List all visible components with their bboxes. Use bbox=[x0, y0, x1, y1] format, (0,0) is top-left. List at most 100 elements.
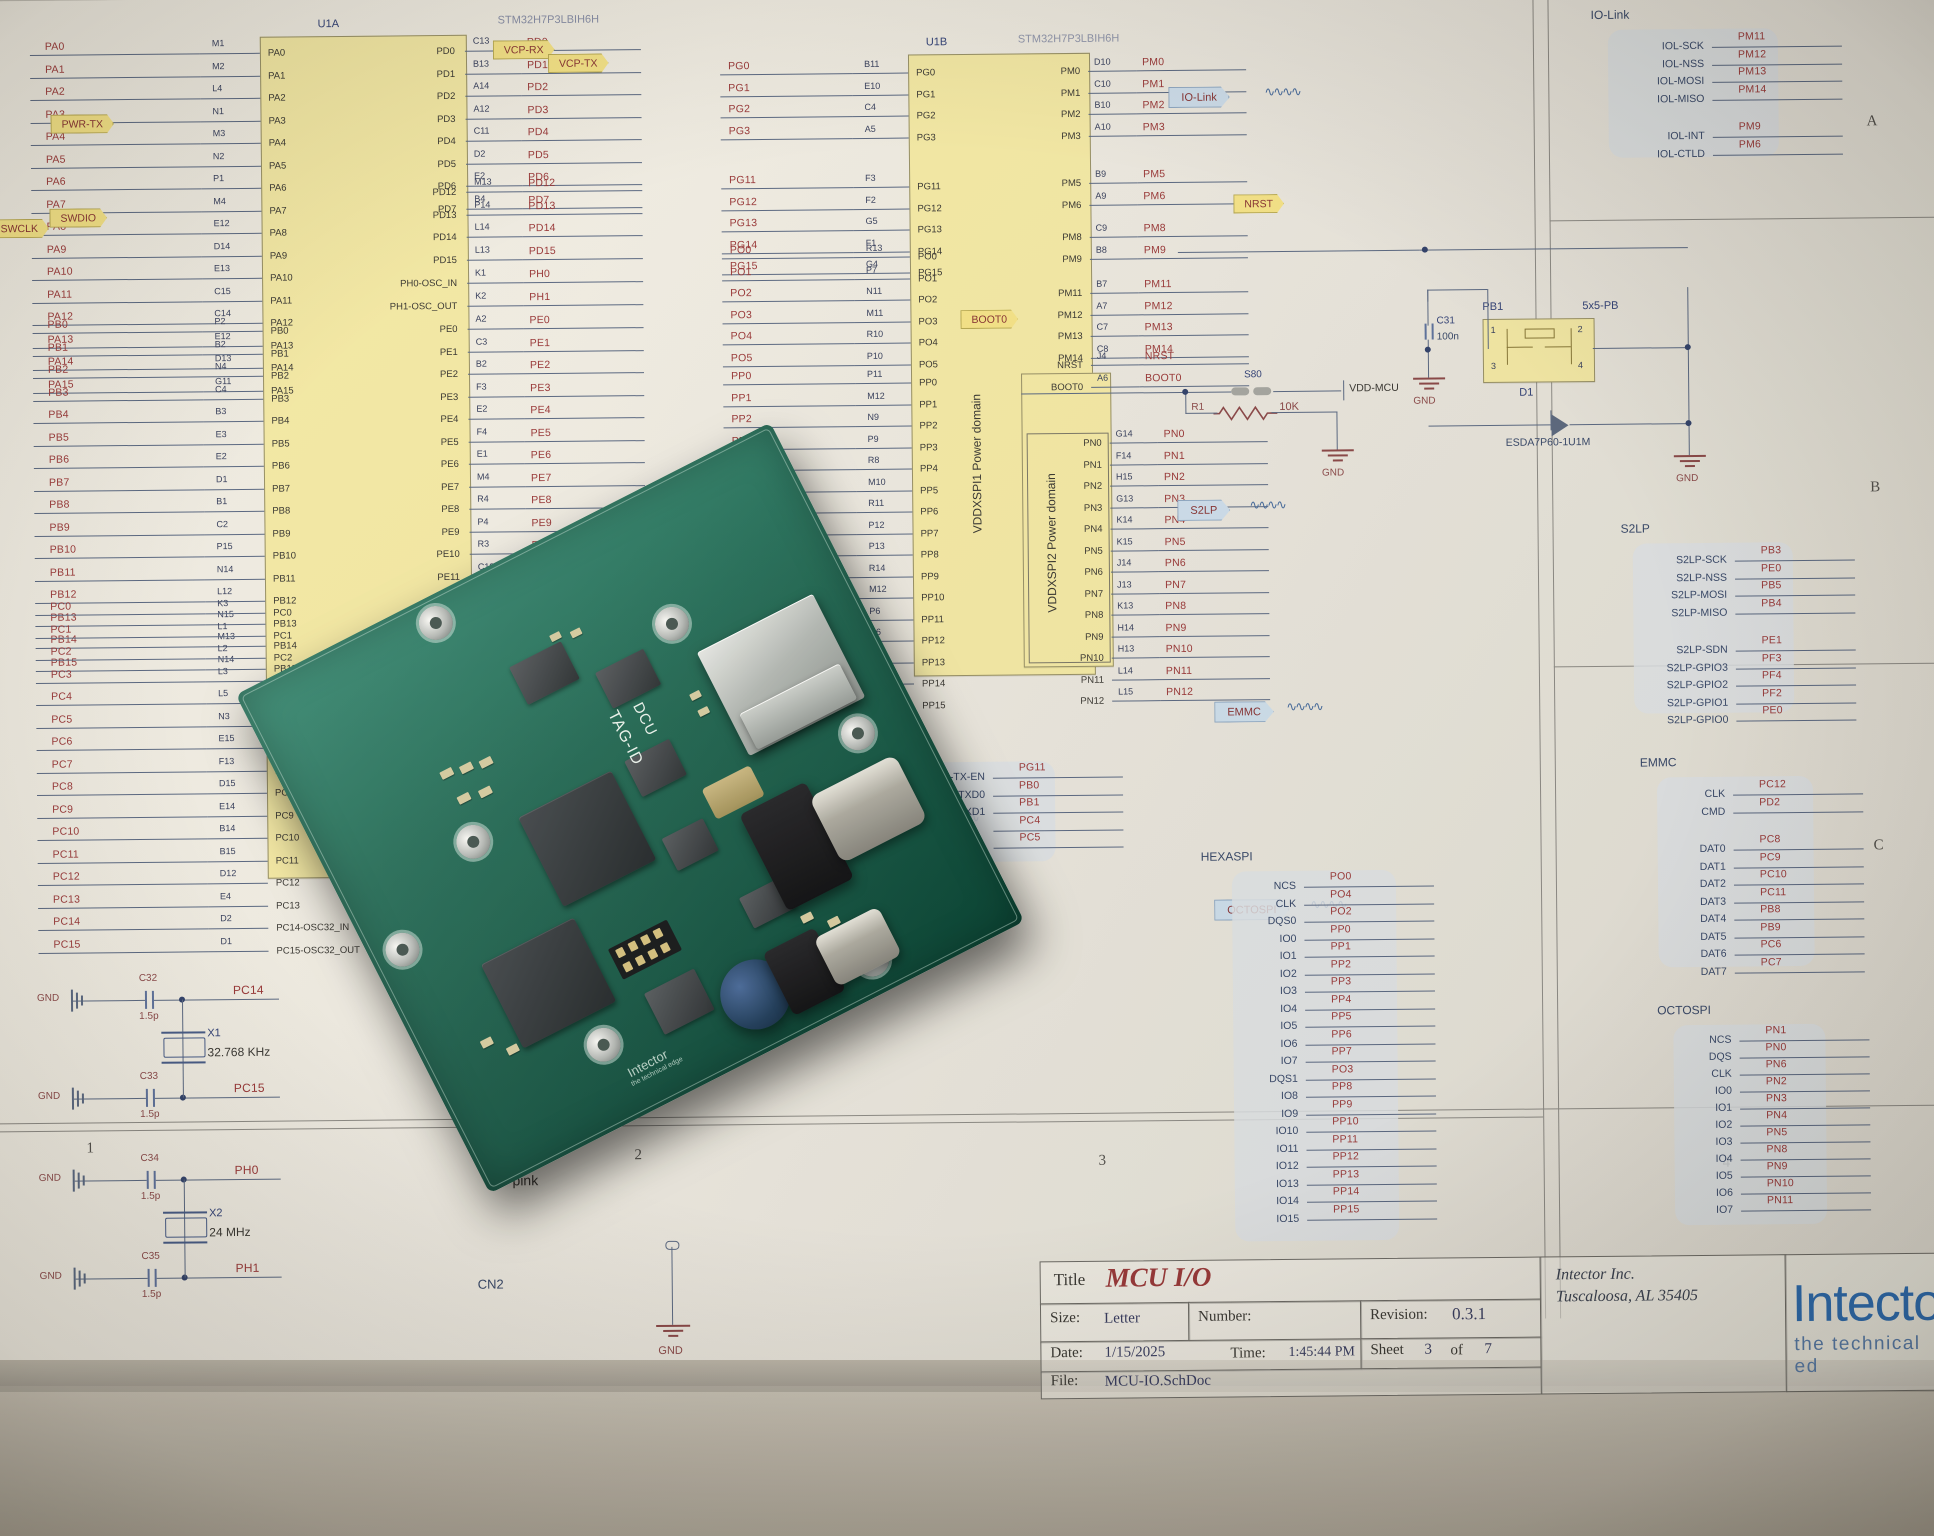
group-signal-name: NCS bbox=[1273, 879, 1297, 893]
group-net-label: PB0 bbox=[1018, 778, 1040, 792]
group-signal-name: IO1 bbox=[1279, 949, 1297, 963]
net-wire bbox=[32, 300, 203, 304]
u1b-pin-number: C4 bbox=[864, 101, 877, 112]
pin-wire bbox=[202, 345, 263, 348]
port-flag[interactable]: VCP-TX bbox=[548, 53, 609, 73]
net-wire bbox=[1159, 656, 1270, 659]
gnd-label: GND bbox=[1321, 467, 1345, 479]
date-value: 1/15/2025 bbox=[1104, 1344, 1166, 1361]
group-signal-name: CLK bbox=[1275, 897, 1297, 910]
cap-designator: C34 bbox=[140, 1152, 159, 1164]
group-signal-name: DAT5 bbox=[1700, 930, 1727, 943]
u1b-pin-name: PG11 bbox=[917, 181, 941, 193]
junction-node bbox=[1424, 346, 1431, 353]
pin-wire bbox=[205, 668, 266, 671]
pin-wire bbox=[207, 837, 268, 840]
u1b-pin-name: PN0 bbox=[1083, 437, 1102, 449]
group-net-label: PO0 bbox=[1329, 870, 1352, 883]
u1b-pin-name: PN9 bbox=[1085, 631, 1104, 643]
u1a-net-label: PA9 bbox=[46, 243, 67, 256]
group-net-label: PM6 bbox=[1738, 137, 1762, 151]
diode-wire bbox=[1428, 424, 1551, 427]
pin-wire bbox=[856, 533, 913, 535]
u1a-pin-name: PB3 bbox=[271, 393, 290, 405]
u1a-pin-name: PB0 bbox=[270, 325, 289, 337]
net-wire bbox=[522, 235, 643, 238]
group-net-label: PM12 bbox=[1737, 47, 1767, 61]
net-wire bbox=[521, 139, 642, 142]
sheet-entry-port[interactable]: EMMC bbox=[1214, 701, 1274, 723]
u1b-pin-name: PN6 bbox=[1084, 566, 1103, 578]
pin-wire bbox=[465, 162, 522, 165]
group-net-label: PP10 bbox=[1332, 1115, 1359, 1128]
group-net-label: PP5 bbox=[1331, 1010, 1352, 1023]
pin-wire bbox=[855, 447, 912, 449]
pin-wire bbox=[202, 300, 263, 303]
u1b-pin-number: J4 bbox=[1096, 350, 1107, 361]
u1a-pin-number: C2 bbox=[216, 518, 228, 529]
group-signal-name: IOL-INT bbox=[1667, 129, 1705, 143]
u1a-net-label: PC1 bbox=[50, 623, 72, 636]
u1b-pin-name: PN12 bbox=[1080, 695, 1105, 707]
net-wire bbox=[523, 281, 644, 284]
pin-wire bbox=[204, 533, 265, 536]
brand-logo: Intecto bbox=[1791, 1273, 1934, 1334]
pin-wire bbox=[203, 420, 264, 423]
u1a-pin-number: A12 bbox=[473, 103, 490, 114]
net-wire bbox=[721, 257, 854, 260]
port-flag[interactable]: BOOT0 bbox=[960, 310, 1018, 330]
group-net-label: PN5 bbox=[1766, 1126, 1788, 1139]
sheet-entry-port[interactable]: IO-Link bbox=[1168, 86, 1230, 108]
u1a-pin-name: PD4 bbox=[437, 135, 456, 148]
net-wire bbox=[35, 635, 206, 639]
group-wire bbox=[1735, 576, 1856, 580]
group-net-label: PC10 bbox=[1759, 868, 1787, 881]
group-net-label: PE0 bbox=[1760, 561, 1782, 574]
port-flag[interactable]: VCP-RX bbox=[493, 40, 555, 60]
pin-wire bbox=[854, 272, 911, 275]
u1a-pin-number: M2 bbox=[211, 60, 225, 71]
u1a-pin-name: PB4 bbox=[271, 415, 290, 427]
net-wire bbox=[720, 73, 853, 76]
boot0-wire bbox=[1336, 411, 1338, 450]
pin-wire bbox=[466, 236, 523, 238]
sheet-entry-port[interactable]: S2LP bbox=[1177, 499, 1230, 521]
u1a-pin-name: PD14 bbox=[432, 231, 457, 244]
cap-value: 1.5p bbox=[140, 1108, 160, 1120]
u1a-pin-number: P14 bbox=[474, 199, 491, 210]
port-flag[interactable]: SWCLK bbox=[0, 219, 49, 239]
switch-glyph bbox=[1506, 346, 1533, 349]
pin-wire bbox=[1090, 364, 1139, 367]
pin-wire bbox=[208, 950, 269, 952]
u1a-net-label: PC15 bbox=[53, 938, 81, 951]
net-wire bbox=[1160, 699, 1271, 702]
net-wire bbox=[30, 75, 201, 79]
u1b-pin-number: K15 bbox=[1116, 535, 1133, 547]
port-flag[interactable]: SWDIO bbox=[49, 208, 107, 228]
u1a-pin-name: PC1 bbox=[273, 629, 293, 642]
group-signal-name: DAT2 bbox=[1699, 877, 1727, 890]
u1a-pin-name: PC10 bbox=[275, 832, 300, 844]
group-net-label: PB5 bbox=[1761, 579, 1782, 592]
port-flag[interactable]: NRST bbox=[1233, 194, 1284, 213]
net-wire bbox=[524, 394, 645, 397]
u1a-net-label: PD3 bbox=[527, 103, 549, 116]
group-net-label: PF2 bbox=[1762, 686, 1783, 699]
port-flag[interactable]: PWR-TX bbox=[50, 114, 114, 134]
group-net-label: PP1 bbox=[1330, 940, 1352, 953]
diode-wire bbox=[1569, 423, 1690, 426]
osc-wire bbox=[72, 999, 146, 1002]
pin-wire bbox=[1111, 614, 1160, 616]
group-signal-name: S2LP-GPIO2 bbox=[1666, 678, 1729, 692]
junction-node bbox=[1685, 420, 1692, 427]
u1a-net-label: PD13 bbox=[528, 199, 556, 212]
solder-bridge-pad bbox=[1231, 387, 1250, 396]
u1b-net-label: PM13 bbox=[1144, 321, 1173, 334]
group-signal-name: IO15 bbox=[1276, 1212, 1300, 1225]
u1a-pin-name: PE5 bbox=[440, 436, 459, 448]
pin-wire bbox=[201, 255, 262, 258]
u1b-pin-name: PO2 bbox=[918, 294, 938, 306]
group-net-label: PP3 bbox=[1330, 975, 1352, 988]
pin-wire bbox=[1089, 182, 1138, 185]
file-value: MCU-IO.SchDoc bbox=[1104, 1372, 1212, 1390]
